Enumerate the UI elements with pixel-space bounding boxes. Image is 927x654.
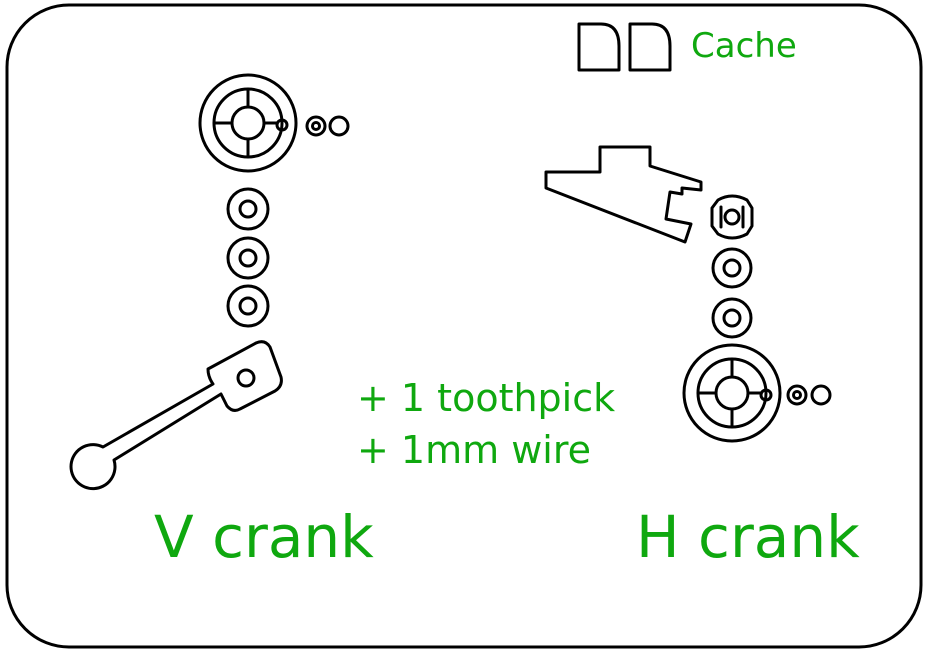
- cache-pieces: [577, 22, 672, 72]
- v-crank-parts: [69, 73, 350, 491]
- h-crank-gear: [682, 343, 782, 443]
- h-crank-washer-1: [711, 247, 753, 289]
- sheet-border: [5, 3, 923, 649]
- cache-piece-left: [577, 22, 621, 72]
- v-crank-pin-washers: [305, 115, 350, 137]
- h-crank-washer-2: [711, 297, 753, 339]
- h-crank-parts: [544, 145, 832, 443]
- v-crank-gear: [198, 73, 298, 173]
- wire-note: + 1mm wire: [357, 428, 592, 472]
- v-crank-arm: [69, 340, 283, 491]
- v-crank-washer-3: [226, 284, 270, 328]
- cache-label: Cache: [691, 26, 797, 66]
- toothpick-note: + 1 toothpick: [357, 376, 616, 420]
- h-crank-pin-washers: [786, 384, 832, 406]
- h-crank-clip: [710, 194, 754, 240]
- v-crank-label: V crank: [154, 503, 374, 571]
- cache-piece-right: [628, 22, 672, 72]
- v-crank-washer-2: [226, 236, 270, 280]
- v-crank-washer-1: [226, 187, 270, 231]
- h-crank-label: H crank: [636, 503, 860, 571]
- h-crank-bracket: [544, 145, 703, 244]
